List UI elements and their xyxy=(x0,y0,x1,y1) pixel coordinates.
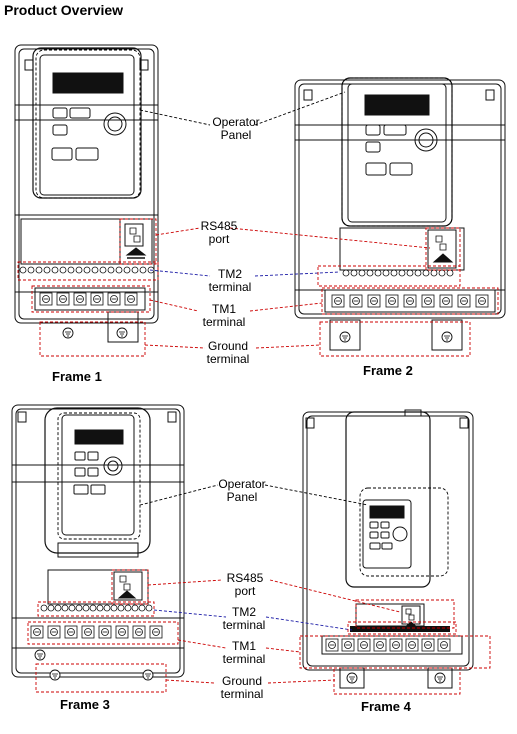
operator-panel-line1: Operator xyxy=(218,477,266,491)
frame-1-ground xyxy=(62,327,128,339)
tm2-line2: terminal xyxy=(208,280,252,294)
frame-4-tm2-row xyxy=(350,626,450,632)
frame-3-tm1-row xyxy=(30,625,163,639)
operator-panel-line1: Operator xyxy=(212,115,260,129)
frame-2-tm1-row xyxy=(331,294,489,308)
operator-panel-line2: Panel xyxy=(220,128,252,142)
frame-3-ground xyxy=(34,649,154,681)
frame-4-label: Frame 4 xyxy=(361,699,411,714)
ground-label-2: Ground terminal xyxy=(210,675,274,701)
ground-line1: Ground xyxy=(207,339,249,353)
operator-panel-label-2: Operator Panel xyxy=(212,478,272,504)
rs485-label-2: RS485 port xyxy=(220,572,270,598)
rs485-label-1: RS485 port xyxy=(194,220,244,246)
rs485-line1: RS485 xyxy=(226,571,264,585)
frame-2-tm2-row xyxy=(342,269,454,277)
frame-2-label: Frame 2 xyxy=(363,363,413,378)
frame-4-tm1-row xyxy=(325,638,451,652)
tm2-line1: TM2 xyxy=(218,267,242,281)
frame-1-drive xyxy=(14,44,159,343)
frame-2-drive xyxy=(294,77,506,351)
tm1-label-2: TM1 terminal xyxy=(216,640,272,666)
ground-line2: terminal xyxy=(220,687,264,701)
frame-3-tm2-row xyxy=(40,604,153,612)
frame-2-ground xyxy=(339,331,453,343)
ground-line2: terminal xyxy=(206,352,250,366)
frame-3-drive xyxy=(11,404,185,678)
tm1-line1: TM1 xyxy=(212,302,236,316)
leader-lines-bottom xyxy=(27,412,491,695)
ground-line1: Ground xyxy=(221,674,263,688)
operator-panel-label-1: Operator Panel xyxy=(206,116,266,142)
rs485-line1: RS485 xyxy=(200,219,238,233)
frame-1-tm1-row xyxy=(39,292,138,306)
rs485-line2: port xyxy=(208,232,230,246)
tm2-label-2: TM2 terminal xyxy=(216,606,272,632)
tm2-line2: terminal xyxy=(222,618,266,632)
rs485-line2: port xyxy=(234,584,256,598)
frame-4-ground xyxy=(346,672,446,684)
frame-1-tm2-row xyxy=(19,266,155,274)
tm1-line1: TM1 xyxy=(232,639,256,653)
page-title: Product Overview xyxy=(4,2,124,18)
tm2-label-1: TM2 terminal xyxy=(200,268,260,294)
tm2-line1: TM2 xyxy=(232,605,256,619)
tm1-label-1: TM1 terminal xyxy=(194,303,254,329)
leader-lines-top xyxy=(17,49,499,357)
ground-label-1: Ground terminal xyxy=(196,340,260,366)
frame-3-label: Frame 3 xyxy=(60,697,110,712)
tm1-line2: terminal xyxy=(222,652,266,666)
operator-panel-line2: Panel xyxy=(226,490,258,504)
tm1-line2: terminal xyxy=(202,315,246,329)
frame-1-label: Frame 1 xyxy=(52,369,102,384)
